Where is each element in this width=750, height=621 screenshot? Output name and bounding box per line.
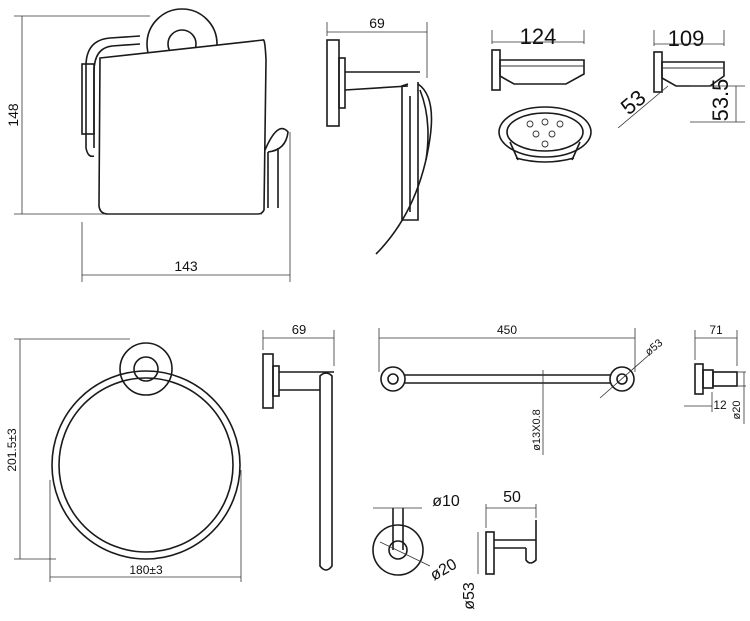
towel-ring-width-dimension: 180±3 bbox=[49, 470, 242, 582]
paper-holder-front-view bbox=[81, 8, 289, 215]
soap-dish-top-view bbox=[498, 106, 592, 163]
towel-bar-length-label: 450 bbox=[497, 323, 517, 337]
robe-hook-side-view: 50 ø53 bbox=[461, 489, 537, 610]
towel-bar-front-view: 450 ø53 ø13X0.8 bbox=[378, 323, 665, 455]
towel-bar-side-view: 71 12 ø20 bbox=[684, 323, 746, 424]
soap-dish-flange-diameter-label: 53 bbox=[616, 85, 651, 120]
paper-holder-depth-label: 69 bbox=[369, 15, 385, 31]
towel-ring-side-view: 69 bbox=[262, 322, 335, 571]
soap-dish-width-label: 124 bbox=[520, 24, 557, 49]
towel-bar-offset-label: 12 bbox=[713, 398, 727, 412]
robe-hook-stem-diameter-label: ø10 bbox=[432, 493, 460, 510]
towel-ring-depth-label: 69 bbox=[292, 322, 306, 337]
robe-hook-base-diameter-label: ø53 bbox=[461, 582, 478, 610]
soap-dish-side-view: 109 53 53.5 bbox=[616, 26, 745, 129]
towel-bar-depth-label: 71 bbox=[709, 323, 723, 337]
paper-holder-height-label: 148 bbox=[5, 103, 21, 127]
robe-hook-front-view: ø10 ø20 bbox=[372, 493, 460, 585]
towel-ring-height-dimension: 201.5±3 bbox=[5, 338, 130, 560]
soap-dish-height-label: 53.5 bbox=[708, 79, 733, 122]
soap-dish-depth-label: 109 bbox=[668, 26, 705, 51]
soap-dish-front-view: 124 bbox=[491, 24, 585, 91]
towel-ring-height-label: 201.5±3 bbox=[5, 428, 19, 472]
towel-bar-flange-diameter-label: ø53 bbox=[643, 337, 665, 358]
paper-holder-height-dimension: 148 bbox=[5, 15, 262, 215]
towel-ring-width-label: 180±3 bbox=[129, 563, 163, 577]
towel-bar-tube-label: ø13X0.8 bbox=[531, 409, 543, 451]
paper-holder-width-label: 143 bbox=[174, 258, 198, 274]
paper-holder-width-dimension: 143 bbox=[81, 132, 291, 282]
robe-hook-flange-diameter-label: ø20 bbox=[428, 556, 460, 585]
paper-holder-side-view: 69 bbox=[326, 15, 433, 255]
robe-hook-projection-label: 50 bbox=[503, 489, 521, 506]
towel-bar-post-diameter-label: ø20 bbox=[731, 401, 743, 420]
towel-ring-front-view bbox=[51, 342, 241, 560]
